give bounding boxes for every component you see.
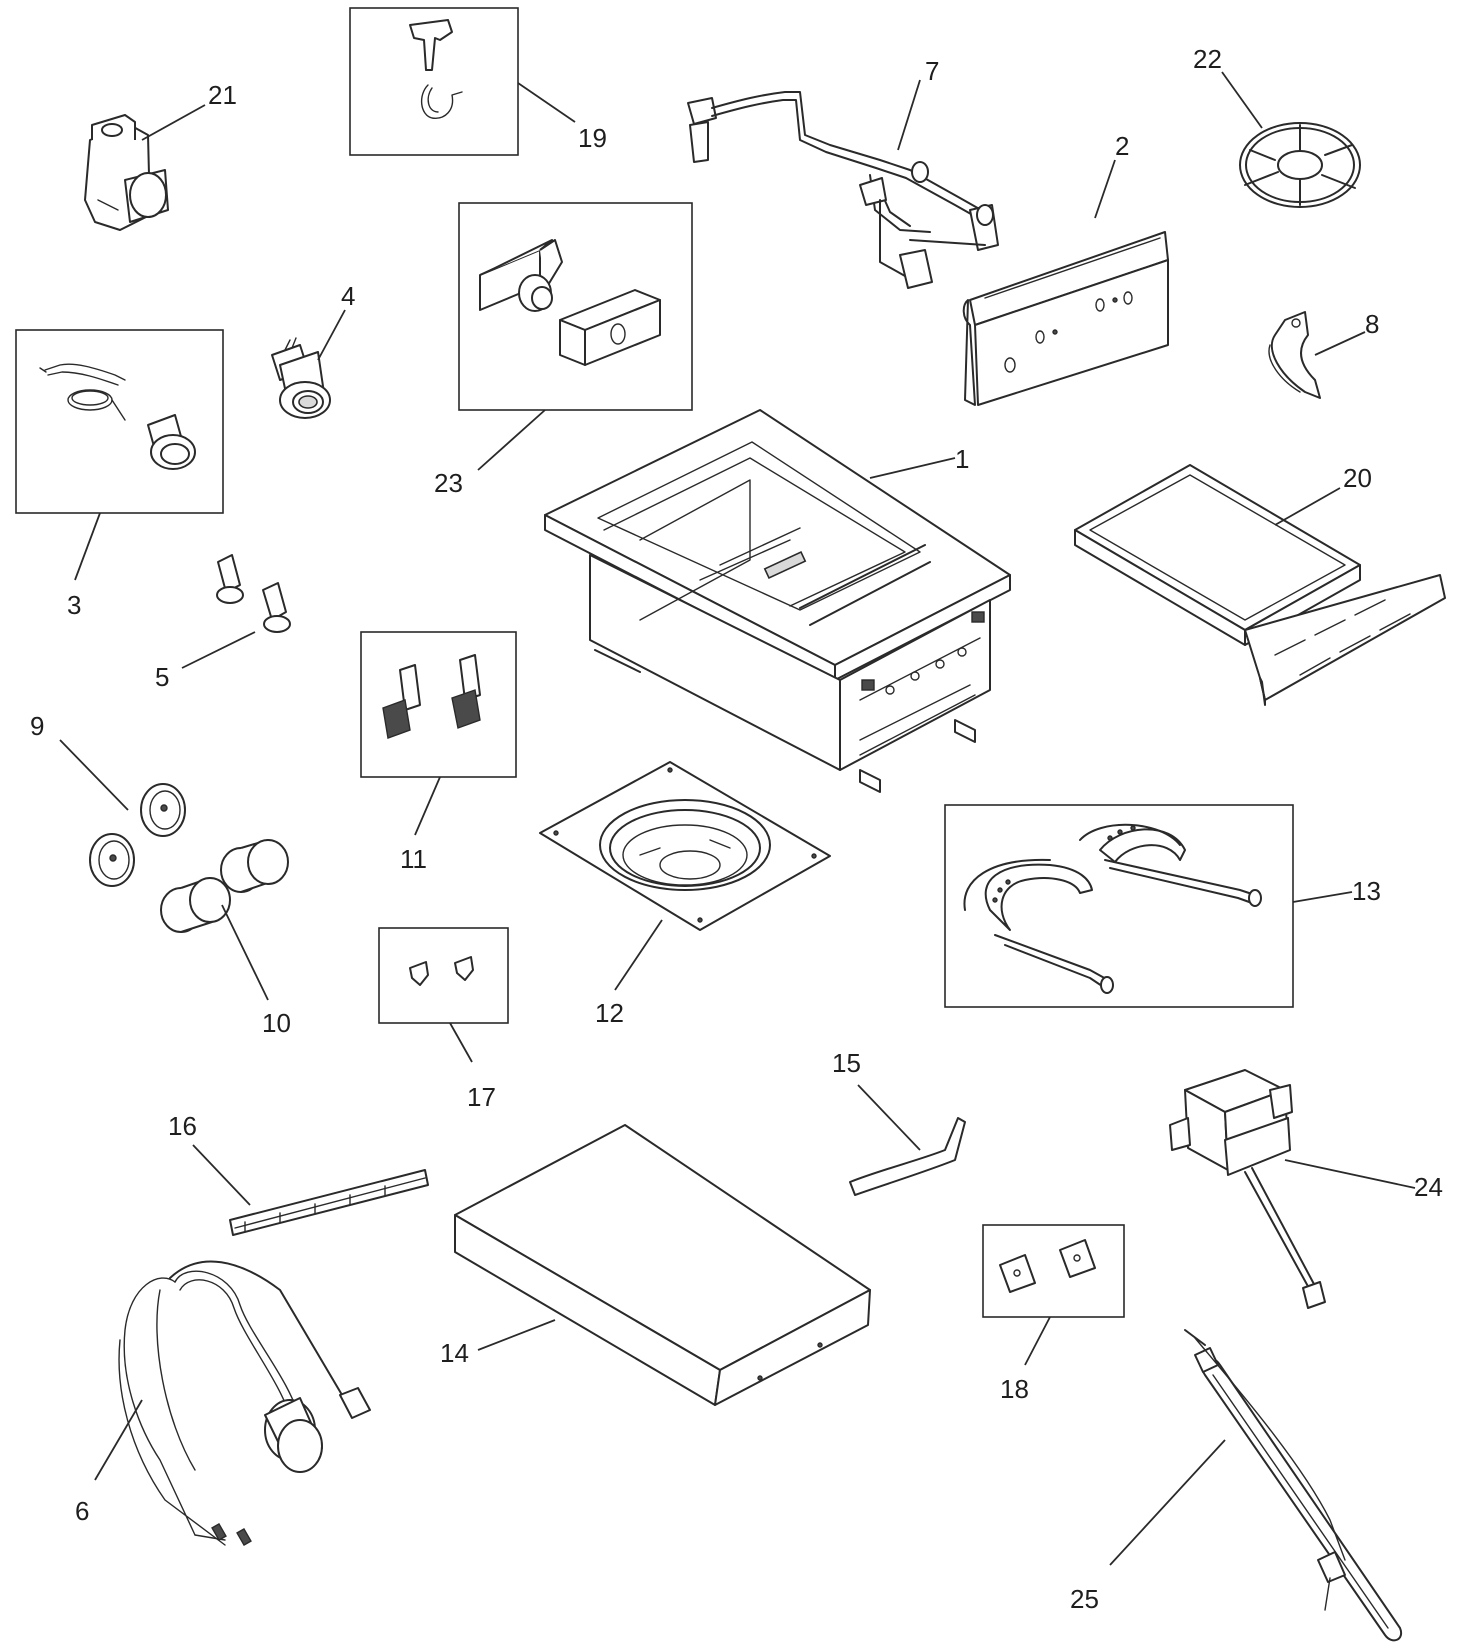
group-box-13: [944, 804, 1294, 1008]
callout-9: 9: [30, 711, 44, 741]
callout-16: 16: [168, 1111, 197, 1141]
mounting-clip-icon: [1268, 311, 1321, 399]
knob-bezel-icon: [89, 783, 186, 887]
callout-18: 18: [1000, 1374, 1029, 1404]
callout-25: 25: [1070, 1584, 1099, 1614]
transformer-box-icon: [1169, 1069, 1326, 1309]
callout-14: 14: [440, 1338, 469, 1368]
callout-12: 12: [595, 998, 624, 1028]
group-box-18: [982, 1224, 1125, 1318]
callout-1: 1: [955, 444, 969, 474]
callout-3: 3: [67, 590, 81, 620]
callout-24: 24: [1414, 1172, 1443, 1202]
callout-11: 11: [400, 844, 427, 874]
callout-4: 4: [341, 281, 355, 311]
gas-manifold-valve-assembly-icon: [687, 91, 999, 289]
callout-20: 20: [1343, 463, 1372, 493]
callout-23: 23: [434, 468, 463, 498]
igniter-module-icon: [479, 239, 661, 366]
handle-icon: [849, 1117, 966, 1196]
group-box-19: [349, 7, 519, 156]
burner-ring-icon: [963, 823, 1262, 994]
callout-17: 17: [467, 1082, 496, 1112]
control-panel-bezel-icon: [962, 231, 1169, 406]
callout-15: 15: [832, 1048, 861, 1078]
hinge-icon: [229, 1169, 429, 1236]
indicator-light-icon: [216, 554, 291, 633]
group-box-23: [458, 202, 693, 411]
callout-19: 19: [578, 123, 607, 153]
control-knob-icon: [160, 839, 289, 933]
callout-8: 8: [1365, 309, 1379, 339]
grill-body-housing-icon: [544, 409, 1011, 793]
group-box-11: [360, 631, 517, 778]
grate-icon: [1239, 122, 1361, 208]
regulator-icon: [84, 114, 169, 231]
callout-13: 13: [1352, 876, 1381, 906]
bracket-tab-icon: [999, 1239, 1096, 1293]
callout-10: 10: [262, 1008, 291, 1038]
lid-cover-icon: [454, 1124, 871, 1406]
burner-plate-icon: [539, 761, 831, 931]
push-button-switch-icon: [271, 337, 331, 419]
callout-6: 6: [75, 1496, 89, 1526]
valve-stem-icon: [382, 654, 481, 739]
callout-22: 22: [1193, 44, 1222, 74]
heating-element-cable-icon: [1184, 1329, 1403, 1642]
group-box-3: [15, 329, 224, 514]
foot-bumper-icon: [409, 956, 474, 986]
callout-2: 2: [1115, 131, 1129, 161]
group-box-17: [378, 927, 509, 1024]
callout-5: 5: [155, 662, 169, 692]
callout-21: 21: [208, 80, 237, 110]
wire-harness-icon: [118, 1260, 371, 1547]
ignition-button-kit-icon: [39, 363, 196, 470]
callout-7: 7: [925, 56, 939, 86]
drip-tray-icon: [1074, 464, 1446, 706]
thumb-screw-wire-kit-icon: [409, 19, 463, 119]
